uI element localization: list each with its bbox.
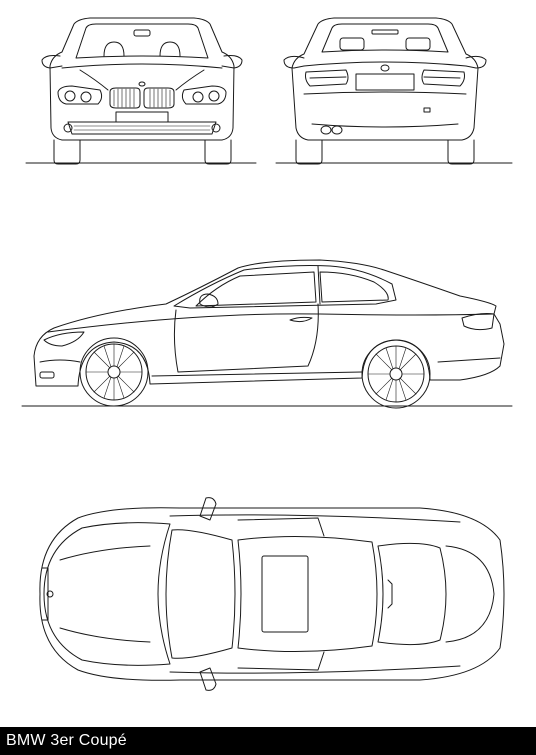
front-intake-mesh: [74, 126, 210, 130]
rear-license-plate: [356, 74, 414, 90]
top-sunroof: [262, 556, 308, 632]
front-hood-line-right: [176, 70, 204, 90]
side-rear-window: [320, 272, 388, 302]
rear-left-tail-light-detail: [310, 77, 346, 78]
rear-left-mirror: [284, 56, 304, 68]
rear-brake-light: [372, 30, 398, 34]
top-antenna: [388, 580, 392, 608]
rear-view: [276, 18, 512, 164]
front-view: [26, 18, 256, 164]
front-right-foglight: [212, 124, 220, 132]
side-shoulder-line: [48, 314, 494, 332]
rear-exhaust-left-a: [321, 126, 331, 134]
rear-badge-icon: [381, 65, 389, 71]
top-front-grille: [42, 568, 48, 620]
front-windshield: [76, 24, 208, 58]
front-badge-icon: [139, 82, 145, 86]
front-interior-seat-left: [104, 42, 124, 56]
top-door-line-upper: [238, 518, 324, 536]
front-right-kidney-grille: [144, 88, 174, 108]
top-left-mirror: [200, 498, 216, 520]
top-hood-crease-right: [60, 628, 150, 642]
top-door-line-lower: [238, 652, 324, 670]
rear-left-tire: [296, 140, 322, 164]
side-b-pillar: [318, 266, 320, 304]
side-greenhouse: [174, 266, 396, 309]
top-rear-window: [378, 543, 446, 644]
top-side-line-upper: [170, 515, 460, 522]
rear-bumper-line: [304, 92, 466, 94]
rear-reflector: [424, 108, 430, 112]
rear-left-tail-light: [306, 70, 349, 86]
rear-diffuser: [312, 124, 458, 127]
top-hood-crease-left: [60, 546, 150, 560]
rear-body-outline: [292, 18, 478, 140]
top-roof: [238, 536, 377, 651]
front-right-tire: [205, 140, 231, 164]
side-sill-line: [152, 372, 362, 376]
side-rear-wheel: [362, 340, 430, 408]
front-left-headlight-ring-b: [81, 92, 91, 102]
side-door-outline: [174, 304, 318, 372]
top-right-mirror: [200, 668, 216, 690]
front-hood-line-left: [80, 70, 108, 90]
top-view: [40, 498, 504, 691]
side-headlight: [44, 332, 84, 346]
top-body-outline: [40, 508, 504, 681]
front-lower-intake: [68, 122, 216, 134]
blueprint-drawing: [0, 0, 536, 727]
rear-right-mirror: [466, 56, 486, 68]
front-body-outline: [50, 18, 234, 140]
front-right-mirror: [222, 56, 242, 69]
rear-right-tail-light-detail: [424, 77, 460, 78]
rear-window: [322, 24, 448, 52]
front-grille-slats: [114, 89, 170, 107]
rear-headrest-right: [406, 38, 430, 50]
rear-right-tail-light: [422, 70, 465, 86]
front-left-headlight: [58, 86, 102, 104]
rear-trunk-lid: [304, 62, 466, 66]
front-license-plate: [116, 112, 168, 122]
top-hood: [44, 523, 170, 666]
side-front-foglight: [40, 372, 54, 378]
side-front-wheel: [80, 338, 148, 406]
front-left-kidney-grille: [110, 88, 140, 108]
side-front-bumper-line: [40, 360, 80, 362]
rear-exhaust-left-b: [332, 126, 342, 134]
front-left-tire: [54, 140, 80, 164]
front-hood-crease: [62, 64, 222, 68]
side-rear-bumper-line: [438, 358, 500, 362]
side-view: [22, 260, 512, 408]
side-front-window: [196, 272, 316, 306]
side-door-handle: [290, 317, 312, 321]
caption-bar: BMW 3er Coupé: [0, 727, 536, 755]
front-interior-seat-right: [160, 42, 180, 56]
front-right-headlight: [182, 86, 226, 104]
top-trunk: [446, 546, 494, 642]
front-rear-view-mirror: [134, 30, 150, 36]
side-tail-light: [462, 314, 494, 330]
top-badge-icon: [47, 591, 53, 597]
front-left-headlight-ring-a: [65, 91, 75, 101]
front-left-mirror: [42, 56, 62, 69]
front-left-foglight: [64, 124, 72, 132]
model-caption: BMW 3er Coupé: [6, 732, 127, 749]
front-right-headlight-ring-a: [209, 91, 219, 101]
side-body-outline: [34, 260, 504, 386]
rear-right-tire: [448, 140, 474, 164]
top-windshield: [166, 530, 235, 659]
side-mirror: [200, 294, 218, 307]
top-side-line-lower: [170, 666, 460, 673]
front-right-headlight-ring-b: [193, 92, 203, 102]
rear-headrest-left: [340, 38, 364, 50]
